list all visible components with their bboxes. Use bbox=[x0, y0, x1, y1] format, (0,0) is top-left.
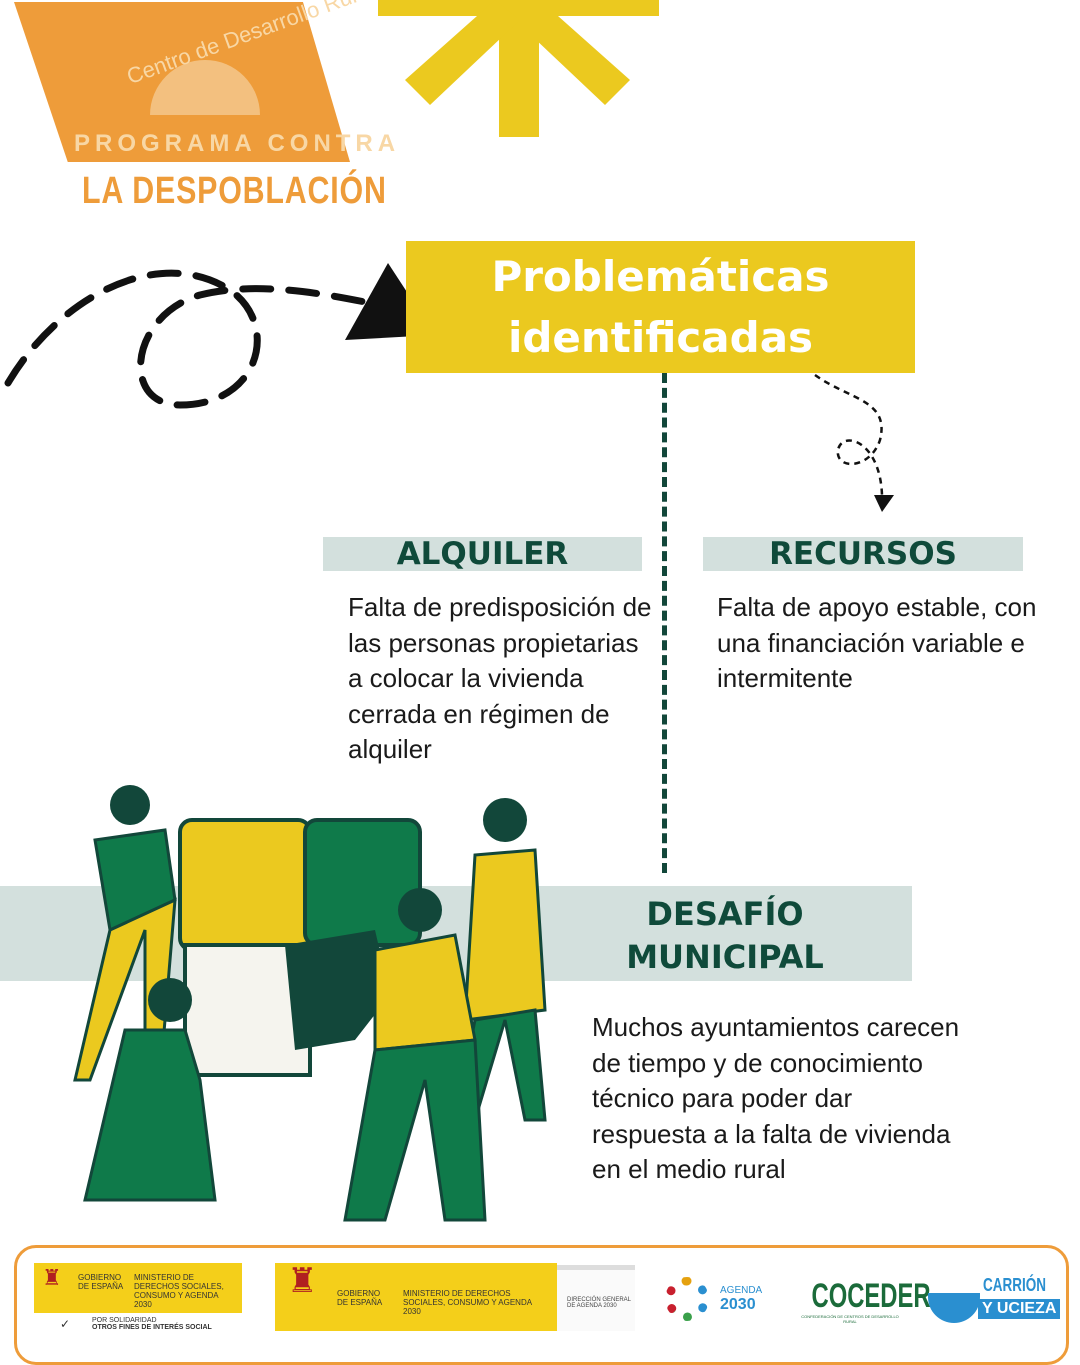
logo-line1: PROGRAMA CONTRA bbox=[74, 130, 401, 157]
gov-logo-1: ♜ GOBIERNO DE ESPAÑA MINISTERIO DE DEREC… bbox=[34, 1263, 242, 1313]
sdg-wheel-icon bbox=[665, 1277, 709, 1321]
coceder-label: COCEDER bbox=[811, 1277, 931, 1315]
alquiler-heading: ALQUILER bbox=[323, 537, 642, 571]
desafio-heading-line2: MUNICIPAL bbox=[626, 938, 824, 976]
gov1-label: GOBIERNO DE ESPAÑA bbox=[78, 1273, 124, 1291]
gov-logo-2: ♜ GOBIERNO DE ESPAÑA MINISTERIO DE DEREC… bbox=[275, 1263, 557, 1331]
solidarity-block: ✓ POR SOLIDARIDAD OTROS FINES DE INTERÉS… bbox=[60, 1317, 212, 1331]
logo-line2: LA DESPOBLACIÓN bbox=[82, 170, 387, 212]
dashed-arrow-icon bbox=[4, 263, 435, 409]
carrion-ucieza-logo: CARRIÓN Y UCIEZA bbox=[928, 1275, 1061, 1323]
desafio-heading: DESAFÍO MUNICIPAL bbox=[560, 893, 890, 979]
coceder-sub: CONFEDERACIÓN DE CENTROS DE DESARROLLO R… bbox=[801, 1314, 899, 1324]
agenda-label: AGENDA bbox=[720, 1285, 763, 1296]
min2-label: MINISTERIO DE DERECHOS SOCIALES, CONSUMO… bbox=[403, 1289, 532, 1316]
sun-rays-icon bbox=[378, 0, 659, 137]
solidarity-line2: OTROS FINES DE INTERÉS SOCIAL bbox=[92, 1324, 212, 1331]
gov2-label: GOBIERNO DE ESPAÑA bbox=[337, 1289, 383, 1307]
solidarity-line1: POR SOLIDARIDAD bbox=[92, 1317, 157, 1324]
desafio-text: Muchos ayuntamientos carecen de tiempo y… bbox=[592, 1012, 960, 1184]
carrion-emblem-icon bbox=[928, 1293, 980, 1323]
carrion-label: CARRIÓN bbox=[983, 1275, 1046, 1295]
agenda2030-logo: AGENDA 2030 bbox=[720, 1285, 762, 1313]
dashed-divider bbox=[662, 373, 667, 873]
recursos-heading: RECURSOS bbox=[703, 537, 1023, 571]
title-line2: identificadas bbox=[507, 313, 814, 362]
desafio-heading-line1: DESAFÍO bbox=[646, 895, 804, 933]
min1-label: MINISTERIO DE DERECHOS SOCIALES, CONSUMO… bbox=[134, 1273, 224, 1309]
page-title: Problemáticas identificadas bbox=[406, 241, 915, 373]
alquiler-text: Falta de predisposición de las personas … bbox=[348, 592, 652, 764]
coat-of-arms-icon: ♜ bbox=[42, 1265, 62, 1290]
coceder-logo: COCEDER CONFEDERACIÓN DE CENTROS DE DESA… bbox=[795, 1277, 931, 1324]
title-line1: Problemáticas bbox=[491, 252, 830, 301]
puzzle-people-illustration bbox=[73, 785, 547, 1222]
coat-of-arms-icon: ♜ bbox=[287, 1262, 318, 1300]
recursos-text: Falta de apoyo estable, con una financia… bbox=[717, 592, 1037, 693]
ucieza-label: Y UCIEZA bbox=[978, 1299, 1061, 1319]
agenda-year: 2030 bbox=[720, 1296, 756, 1313]
small-dashed-arrow-icon bbox=[814, 373, 894, 512]
check-icon: ✓ bbox=[60, 1317, 71, 1331]
dg-agenda-label: DIRECCIÓN GENERAL DE AGENDA 2030 bbox=[557, 1265, 635, 1331]
